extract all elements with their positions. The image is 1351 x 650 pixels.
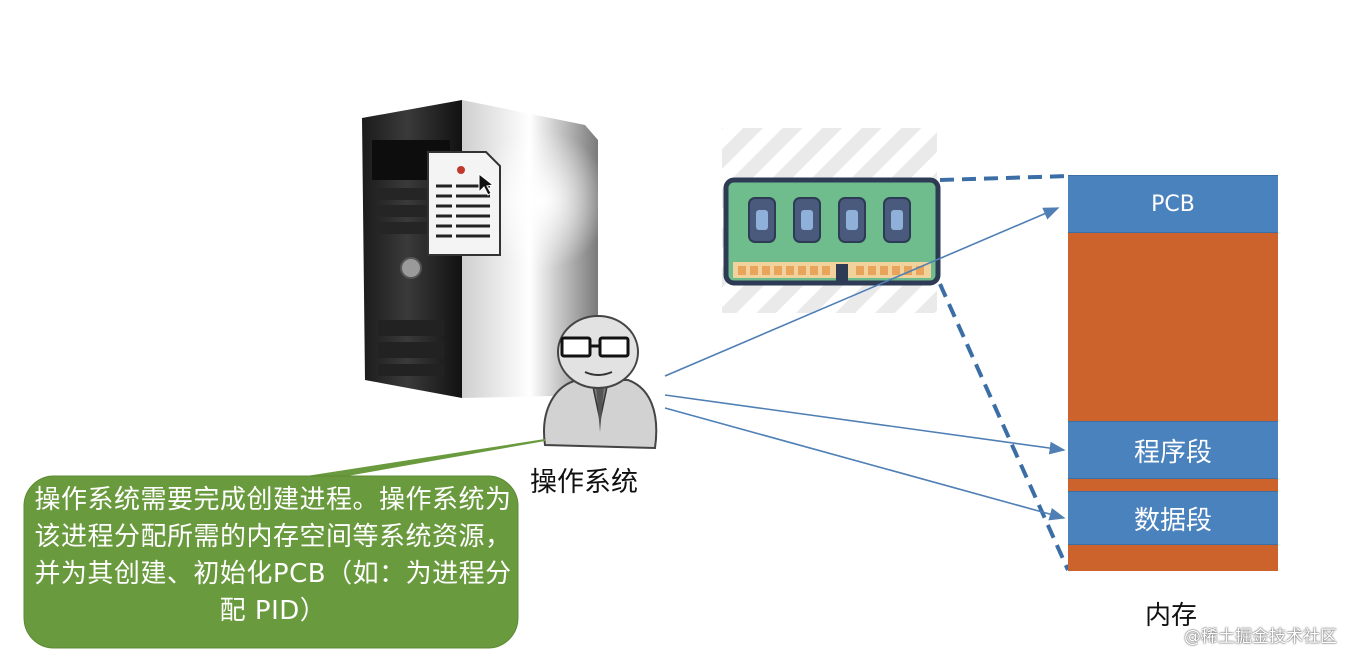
memory-segment-data-label: 数据段 [1133,505,1212,536]
memory-segment-program: 程序段 [1068,421,1278,479]
speech-bubble [23,439,546,649]
ram-module-icon [722,128,941,313]
memory-segment-pcb: PCB [1068,175,1278,233]
memory-segment-data: 数据段 [1068,491,1278,545]
memory-segment-program-label: 程序段 [1133,437,1212,468]
allocation-arrows [664,207,1066,521]
zoom-dashed-lines [938,174,1070,571]
memory-label: 内存 [1145,601,1198,631]
watermark: @稀土掘金技术社区 [1184,627,1337,647]
memory-segment-pcb-label: PCB [1151,191,1195,217]
os-person-icon [543,315,658,450]
os-label: 操作系统 [530,467,638,498]
bubble-text: 操作系统需要完成创建进程。操作系统为该进程分配所需的内存空间等系统资源，并为其创… [34,485,512,626]
document-icon [427,151,501,256]
